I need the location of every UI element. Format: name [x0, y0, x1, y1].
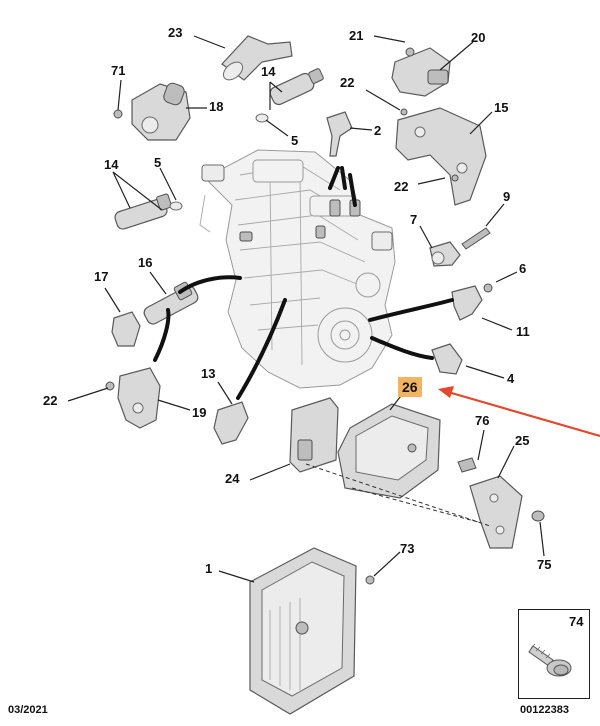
part-14-injector-upper — [255, 68, 324, 123]
callout-17: 17 — [94, 269, 109, 284]
callout-74: 74 — [569, 614, 584, 629]
callout-11: 11 — [516, 324, 530, 339]
callout-7: 7 — [410, 212, 418, 227]
callout-75: 75 — [537, 557, 552, 572]
callout-19: 19 — [192, 405, 207, 420]
callout-71: 71 — [111, 63, 126, 78]
callout-14-upper: 14 — [261, 64, 276, 79]
engine-block — [199, 149, 396, 389]
callout-2: 2 — [374, 123, 382, 138]
callout-15: 15 — [494, 100, 509, 115]
bolt-74-icon — [528, 643, 572, 677]
callout-21: 21 — [349, 28, 364, 43]
inset-part-74: 74 — [518, 609, 590, 699]
callout-6: 6 — [519, 261, 527, 276]
callout-76: 76 — [475, 413, 490, 428]
part-19-bracket — [105, 367, 161, 429]
part-7-sensor — [429, 227, 491, 267]
callout-24: 24 — [225, 471, 240, 486]
callout-14-lower: 14 — [104, 157, 119, 172]
callout-5-lower: 5 — [154, 155, 162, 170]
part-4-sensor — [431, 343, 463, 375]
callout-22-lower: 22 — [43, 393, 58, 408]
callout-9: 9 — [503, 189, 511, 204]
top-sensors — [239, 199, 361, 242]
callout-23: 23 — [168, 25, 183, 40]
part-16-injector — [111, 281, 199, 347]
part-11-sensor — [451, 283, 493, 321]
callout-20: 20 — [471, 30, 486, 45]
part-26-cover — [337, 403, 441, 499]
callout-22-middle: 22 — [394, 179, 409, 194]
footer-date: 03/2021 — [8, 704, 48, 716]
callout-26-highlighted: 26 — [398, 377, 422, 397]
callout-1: 1 — [205, 561, 213, 576]
callout-25: 25 — [515, 433, 530, 448]
callout-73: 73 — [400, 541, 415, 556]
leader-lines — [67, 35, 545, 583]
part-23-sleeve — [221, 35, 293, 81]
pointer-arrow — [438, 386, 600, 438]
callout-22-upper: 22 — [340, 75, 355, 90]
assembly-lines — [305, 463, 491, 527]
wiring-cables — [153, 166, 454, 400]
callout-16: 16 — [138, 255, 153, 270]
part-13-sensor — [213, 401, 249, 445]
part-1-ecu — [249, 547, 375, 715]
callout-18: 18 — [209, 99, 224, 114]
part-25-bracket — [457, 457, 545, 549]
part-20-bracket — [391, 47, 451, 97]
footer-reference: 00122383 — [520, 704, 569, 716]
callout-4: 4 — [507, 371, 515, 386]
part-2-sensor — [326, 111, 353, 157]
part-14-injector-lower — [114, 193, 183, 230]
callout-13: 13 — [201, 366, 216, 381]
callout-5-upper: 5 — [291, 133, 299, 148]
part-15-bracket — [395, 107, 487, 206]
part-18-valve-body — [113, 82, 191, 141]
part-24-bracket — [289, 397, 339, 473]
